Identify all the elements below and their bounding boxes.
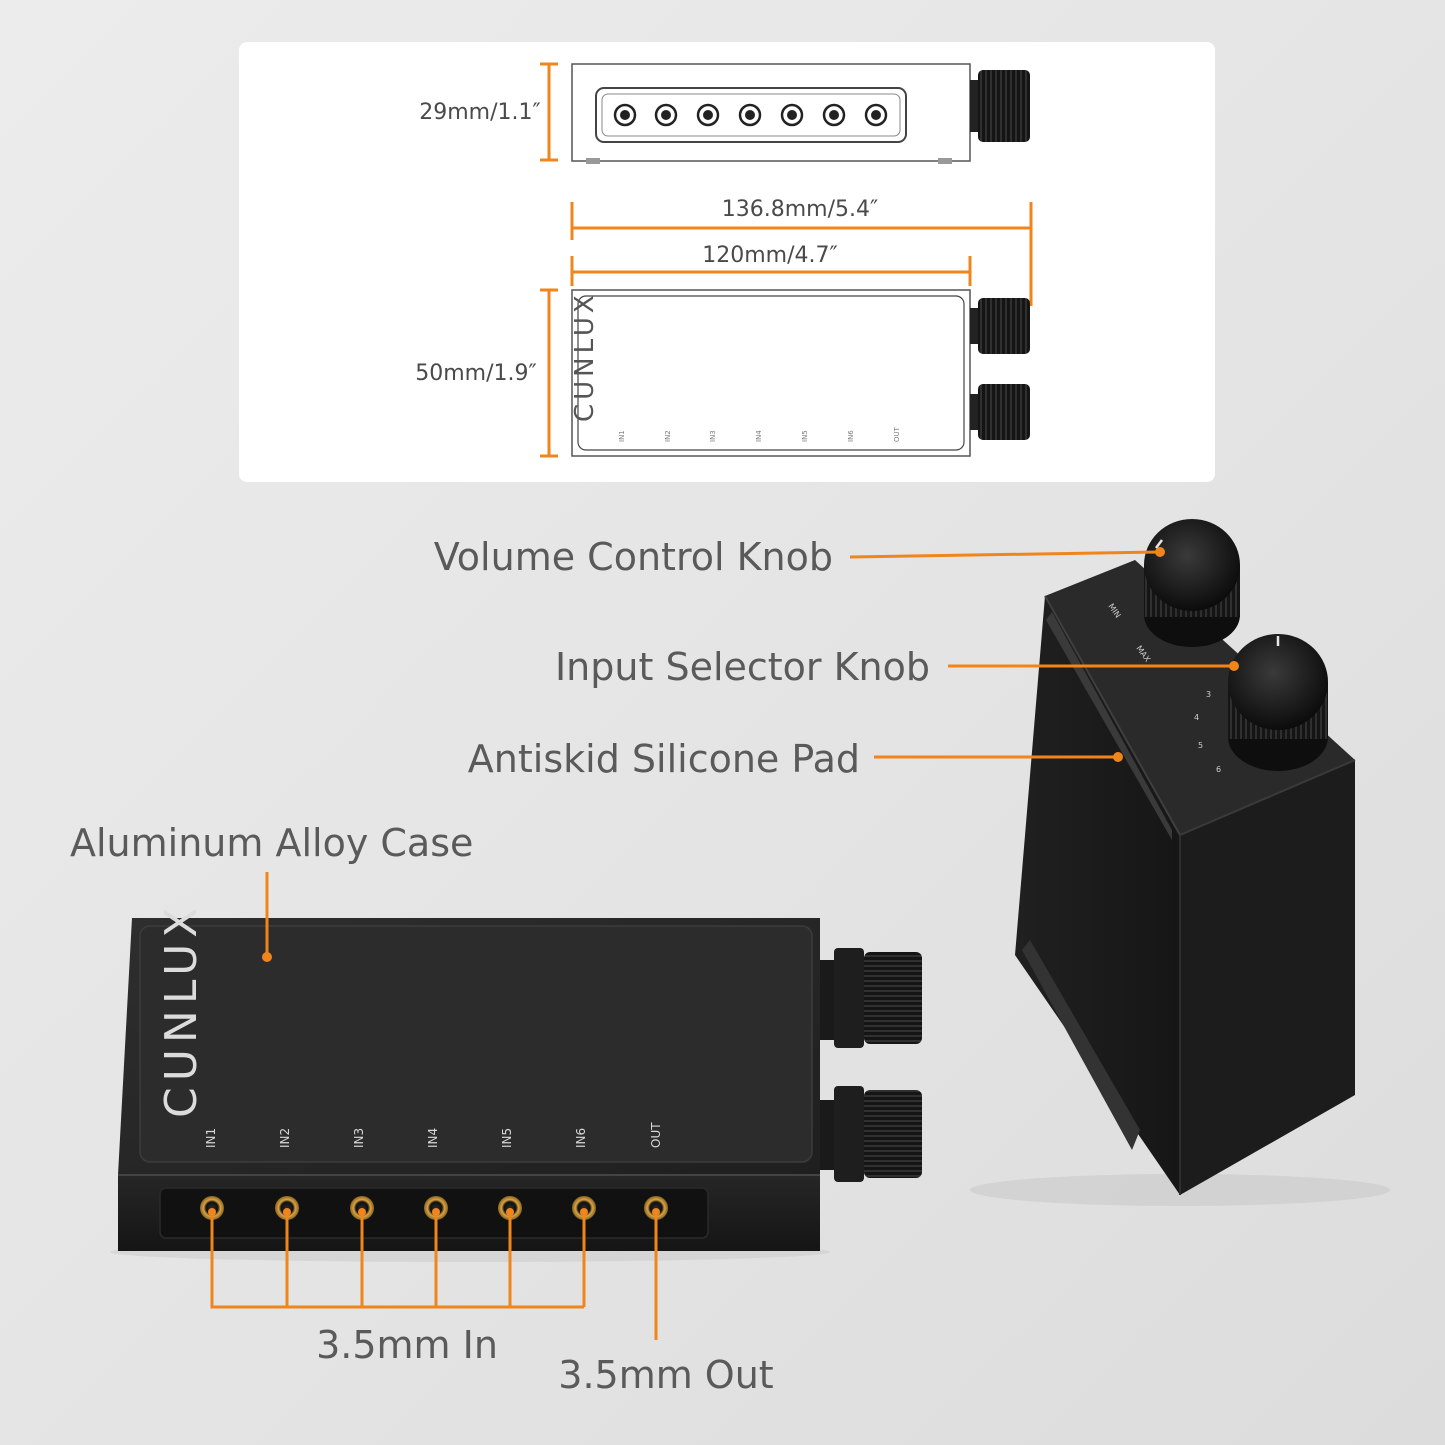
port-label: IN4 xyxy=(426,1128,440,1148)
side-selector-knob[interactable] xyxy=(820,1086,922,1182)
input-selector-knob[interactable] xyxy=(1228,634,1328,771)
port-label: IN1 xyxy=(204,1128,218,1148)
port-label: IN6 xyxy=(574,1128,588,1148)
port-label: IN2 xyxy=(278,1128,292,1148)
top-view-knobs xyxy=(970,298,1030,440)
front-view-drawing xyxy=(571,63,1030,164)
callout-jack-out: 3.5mm Out xyxy=(558,1353,773,1397)
top-port-label: IN6 xyxy=(847,430,855,442)
front-view-jacks xyxy=(613,103,888,127)
knob-position-label: 6 xyxy=(1216,765,1221,774)
dimension-width xyxy=(540,288,558,458)
port-label: IN5 xyxy=(500,1128,514,1148)
top-port-label: IN2 xyxy=(664,430,672,442)
dimension-height xyxy=(540,62,558,162)
top-view-logo: CUNLUX xyxy=(570,291,600,422)
port-label: IN3 xyxy=(352,1128,366,1148)
top-port-label: IN1 xyxy=(618,430,626,442)
top-view-drawing: CUNLUX IN1 IN2 IN3 IN4 IN5 IN6 OUT xyxy=(570,289,1030,457)
lying-device: CUNLUX IN1 IN2 IN3 IN4 IN5 IN6 OUT xyxy=(110,901,922,1262)
callout-silicone-pad: Antiskid Silicone Pad xyxy=(468,737,860,781)
top-port-label: IN4 xyxy=(755,430,763,442)
dimension-height-label: 29mm/1.1″ xyxy=(419,100,540,125)
dimension-body-length xyxy=(570,256,972,286)
standing-device: MIN MAX 3 4 5 6 xyxy=(970,519,1390,1206)
dimension-body-length-label: 120mm/4.7″ xyxy=(702,243,837,268)
dimension-width-label: 50mm/1.9″ xyxy=(415,361,536,386)
callout-jack-in: 3.5mm In xyxy=(316,1323,498,1367)
dimension-total-length-label: 136.8mm/5.4″ xyxy=(722,197,878,222)
side-volume-knob[interactable] xyxy=(820,948,922,1048)
knob-position-label: 5 xyxy=(1198,741,1203,750)
top-port-label: OUT xyxy=(893,426,901,442)
device-logo: CUNLUX xyxy=(156,901,207,1118)
knob-position-label: 3 xyxy=(1206,690,1211,699)
volume-knob[interactable] xyxy=(1144,519,1240,647)
knob-position-label: 4 xyxy=(1194,713,1199,722)
callout-dots xyxy=(208,547,1239,1216)
top-view-port-labels: IN1 IN2 IN3 IN4 IN5 IN6 OUT xyxy=(618,426,901,442)
dimension-total-length xyxy=(570,202,1033,306)
device-port-labels: IN1 IN2 IN3 IN4 IN5 IN6 OUT xyxy=(204,1122,663,1148)
top-port-label: IN3 xyxy=(709,430,717,442)
front-view-knob xyxy=(970,70,1030,142)
top-port-label: IN5 xyxy=(801,430,809,442)
callout-lines xyxy=(210,550,1234,1340)
callout-volume-knob: Volume Control Knob xyxy=(434,535,833,579)
port-label: OUT xyxy=(649,1122,663,1148)
callout-selector-knob: Input Selector Knob xyxy=(555,645,930,689)
callout-case: Aluminum Alloy Case xyxy=(70,821,473,865)
